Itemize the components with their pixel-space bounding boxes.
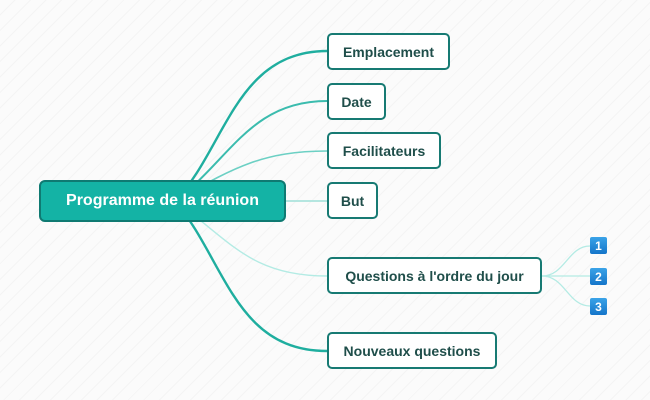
- root-node[interactable]: Programme de la réunion: [39, 180, 286, 222]
- topic-label: Questions à l'ordre du jour: [345, 267, 524, 284]
- link-sub-1: [541, 245, 591, 277]
- topic-label: Facilitateurs: [342, 142, 426, 159]
- topic-node-questions[interactable]: Questions à l'ordre du jour: [327, 257, 542, 294]
- subtopic-label: 3: [595, 299, 602, 314]
- topic-label: Date: [341, 93, 372, 110]
- subtopic-badge-2[interactable]: 2: [590, 268, 607, 285]
- topic-label: Nouveaux questions: [343, 342, 481, 359]
- topic-label: Emplacement: [342, 43, 435, 60]
- subtopic-badge-3[interactable]: 3: [590, 298, 607, 315]
- topic-node-but[interactable]: But: [327, 182, 378, 219]
- topic-node-facilitateurs[interactable]: Facilitateurs: [327, 132, 441, 169]
- link-emplacement: [174, 49, 328, 202]
- topic-node-nouveaux-questions[interactable]: Nouveaux questions: [327, 332, 497, 369]
- link-sub-3: [541, 275, 591, 307]
- topic-label: But: [340, 192, 365, 209]
- subtopic-label: 1: [595, 238, 602, 253]
- root-node-label: Programme de la réunion: [66, 192, 259, 209]
- subtopic-label: 2: [595, 269, 602, 284]
- topic-node-emplacement[interactable]: Emplacement: [327, 33, 450, 70]
- topic-node-date[interactable]: Date: [327, 83, 386, 120]
- subtopic-badge-1[interactable]: 1: [590, 237, 607, 254]
- link-nouveaux: [174, 200, 328, 353]
